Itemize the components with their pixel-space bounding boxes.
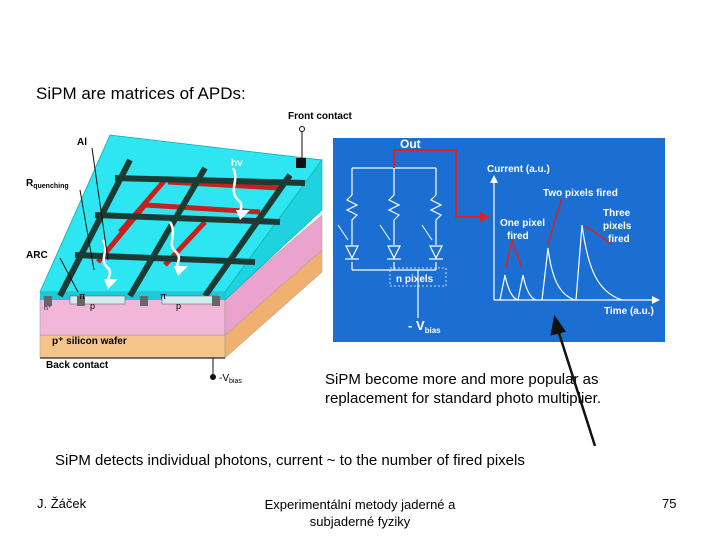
three-pixels-label-3: fired xyxy=(608,234,630,245)
one-pixel-label-2: fired xyxy=(507,231,529,242)
arc-label: ARC xyxy=(26,250,48,261)
caption-line-1: SiPM become more and more popular as xyxy=(325,371,599,388)
top-pad xyxy=(296,158,306,168)
al-label: Al xyxy=(77,137,87,148)
n-plus-label: n⁺ xyxy=(44,305,52,312)
pink-layer-right xyxy=(224,214,323,336)
footer-course-line-1: Experimentální metody jaderné a xyxy=(264,497,456,512)
footer-page-number: 75 xyxy=(662,496,677,511)
caption-line-2: replacement for standard photo multiplie… xyxy=(325,390,601,407)
r-quenching-label: Rquenching xyxy=(26,178,69,190)
slide-caption: SiPM become more and more popular as rep… xyxy=(325,370,685,408)
n-pixels-label: n pixels xyxy=(396,274,434,285)
three-pixels-label-1: Three xyxy=(603,208,631,219)
wafer-label: p⁺ silicon wafer xyxy=(52,336,127,347)
device-vbias-label: -Vbias xyxy=(219,373,242,385)
front-contact-terminal xyxy=(299,126,305,132)
circuit-panel: Out n pixels - Vbias Current (a.u.) Time… xyxy=(333,137,665,342)
back-contact-label: Back contact xyxy=(46,360,109,371)
pi-label-left: π xyxy=(79,291,85,301)
n-pixels-box xyxy=(389,267,447,287)
pulses xyxy=(499,224,623,301)
slide-title: SiPM are matrices of APDs: xyxy=(36,84,246,103)
pi-label-right: π xyxy=(160,291,166,301)
p-label-right: p xyxy=(176,301,181,311)
pointer-arrow xyxy=(550,314,597,447)
quenching-resistors xyxy=(96,178,281,267)
leader-lines xyxy=(59,130,303,293)
current-axis-label: Current (a.u.) xyxy=(487,164,550,175)
p-label-left: p xyxy=(90,301,95,311)
circuit-vbias-label: - Vbias xyxy=(408,318,441,335)
pulse-arrows xyxy=(505,197,613,269)
slide-subtitle: SiPM detects individual photons, current… xyxy=(55,452,525,469)
circuit-panel-bg xyxy=(333,138,665,342)
one-pixel-label-1: One pixel xyxy=(500,218,545,229)
two-pixels-label: Two pixels fired xyxy=(543,188,618,199)
photon-arrows-circuit xyxy=(337,224,433,241)
out-label: Out xyxy=(400,137,421,151)
hv-label: hv xyxy=(231,158,243,169)
back-contact-terminal xyxy=(210,374,216,380)
diodes xyxy=(345,245,443,260)
time-axis-label: Time (a.u.) xyxy=(604,306,654,317)
three-pixels-label-2: pixels xyxy=(603,221,632,232)
footer-course: Experimentální metody jaderné a subjader… xyxy=(240,496,480,530)
pixel-wells xyxy=(44,295,220,306)
footer-author: J. Žáček xyxy=(37,496,87,511)
front-contact-label: Front contact xyxy=(288,111,353,122)
out-wire xyxy=(393,149,482,218)
device-cross-section: Front contact Al Rquenching ARC hv π π n… xyxy=(26,111,353,385)
circuit-wires xyxy=(345,167,443,318)
footer-course-line-2: subjaderné fyziky xyxy=(309,514,411,529)
